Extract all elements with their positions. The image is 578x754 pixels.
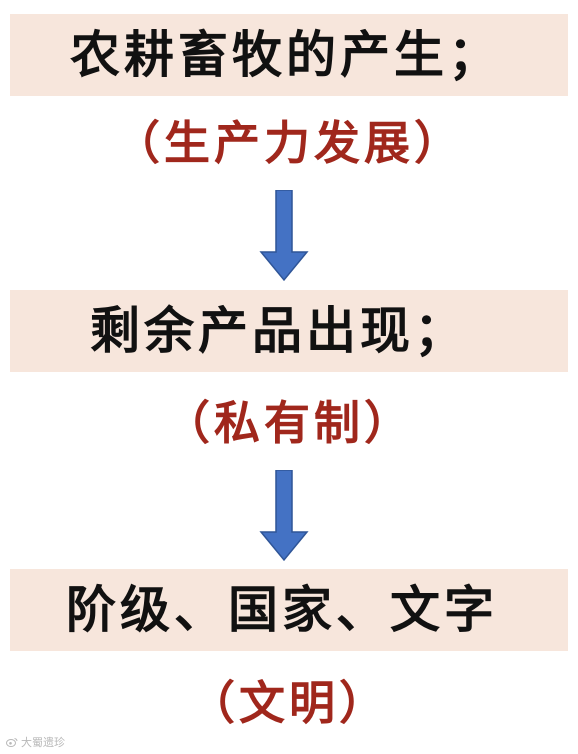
watermark-text: 大蜀遗珍: [21, 736, 65, 749]
step-1-cause: （生产力发展）: [114, 116, 464, 170]
step-1-box: 农耕畜牧的产生；: [10, 14, 568, 96]
down-arrow-icon: [259, 190, 309, 282]
down-arrow-icon: [259, 470, 309, 562]
step-2-cause: （私有制）: [164, 396, 414, 450]
step-2-box: 剩余产品出现；: [10, 290, 568, 372]
step-1-label: 农耕畜牧的产生；: [70, 26, 502, 84]
watermark: 大蜀遗珍: [6, 734, 65, 750]
step-2-label: 剩余产品出现；: [90, 302, 468, 360]
weibo-logo-icon: [6, 738, 18, 747]
step-3-box: 阶级、国家、文字: [10, 569, 568, 651]
step-3-cause: （文明）: [189, 676, 389, 730]
step-3-label: 阶级、国家、文字: [66, 581, 498, 639]
